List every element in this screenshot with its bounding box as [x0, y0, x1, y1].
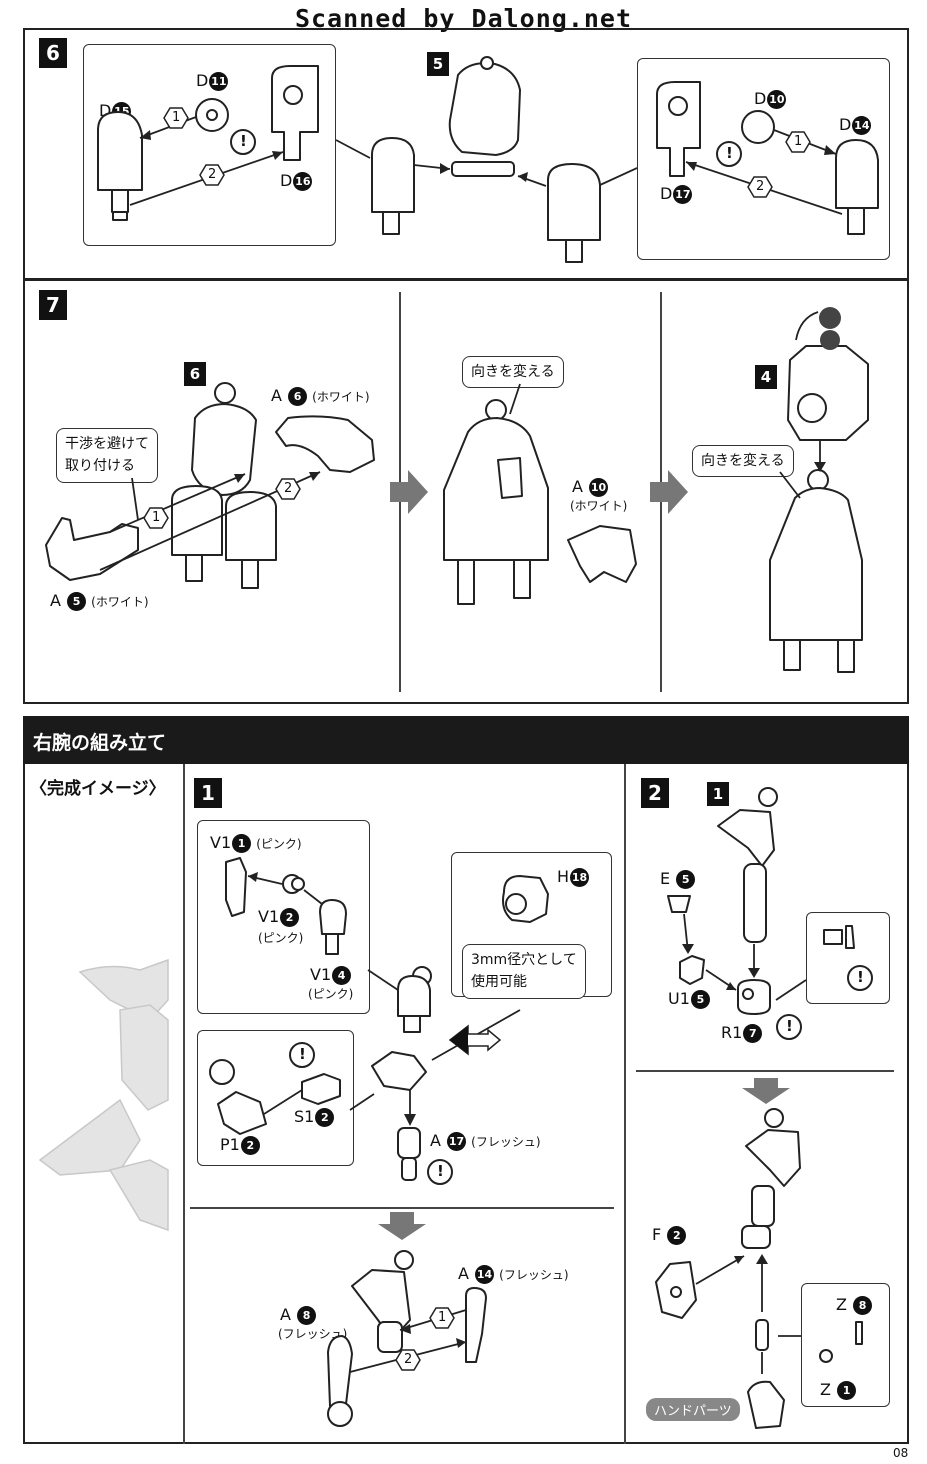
arm-divider	[183, 764, 185, 1444]
arm-step2-divider	[636, 1070, 894, 1072]
arm-step1-order-2: 2	[404, 1352, 413, 1367]
step6-right-order-2: 2	[756, 179, 765, 194]
part-a8-label: A 8	[280, 1306, 317, 1325]
part-a14-label: A 14 (フレッシュ)	[458, 1264, 569, 1284]
warning-icon: !	[240, 132, 247, 150]
step7-order-2: 2	[284, 481, 293, 496]
arm-step2-ref-step: 1	[707, 782, 729, 806]
arm-step1-order-1: 1	[438, 1310, 447, 1325]
warning-icon: !	[437, 1162, 444, 1180]
warning-icon: !	[299, 1045, 306, 1063]
page-number: 08	[893, 1446, 909, 1460]
part-e5-label: E 5	[660, 870, 696, 889]
part-a5-label: A 5 (ホワイト)	[50, 591, 149, 611]
section-header	[23, 716, 909, 764]
step7-ref-step-b: 4	[755, 365, 777, 389]
note-avoid-interference: 干渉を避けて取り付ける	[56, 428, 158, 483]
note-turn-direction: 向きを変える	[462, 356, 564, 389]
complete-image-label: 〈完成イメージ〉	[30, 779, 166, 799]
arm-divider	[624, 764, 626, 1444]
warning-icon: !	[786, 1017, 793, 1035]
part-a8-color: (フレッシュ)	[278, 1327, 348, 1341]
part-z8-label: Z 8	[836, 1296, 873, 1315]
part-z1-label: Z 1	[820, 1381, 857, 1400]
hand-parts-badge: ハンドパーツ	[646, 1398, 740, 1421]
part-v1-2-color: (ピンク)	[258, 931, 304, 945]
arm-step1-number: 1	[194, 778, 222, 808]
arm-step1-divider	[190, 1207, 614, 1209]
note-turn-direction: 向きを変える	[692, 445, 794, 478]
step7-number: 7	[39, 290, 67, 320]
r1-detail-inset	[806, 912, 890, 1004]
section-title: 右腕の組み立て	[33, 732, 167, 754]
step7-frame	[23, 279, 909, 704]
step6-right-order-1: 1	[794, 134, 803, 149]
part-v1-4-color: (ピンク)	[308, 987, 354, 1001]
arm-step2-number: 2	[641, 778, 669, 808]
warning-icon: !	[857, 968, 864, 986]
step7-order-1: 1	[152, 510, 161, 525]
step6-order-2: 2	[208, 167, 217, 182]
part-a6-label: A 6 (ホワイト)	[271, 386, 370, 406]
note-3mm-hole: 3mm径穴として使用可能	[462, 944, 586, 999]
part-f2-label: F 2	[652, 1226, 687, 1245]
step6-order-1: 1	[172, 110, 181, 125]
part-a10-color: (ホワイト)	[570, 499, 628, 513]
arm-frame	[23, 764, 909, 1444]
part-a10-label: A 10	[572, 477, 609, 497]
warning-icon: !	[726, 144, 733, 162]
part-a17-label: A 17 (フレッシュ)	[430, 1131, 541, 1151]
step6-ref-step: 5	[427, 52, 449, 76]
step7-ref-step: 6	[184, 362, 206, 386]
step6-number: 6	[39, 38, 67, 68]
